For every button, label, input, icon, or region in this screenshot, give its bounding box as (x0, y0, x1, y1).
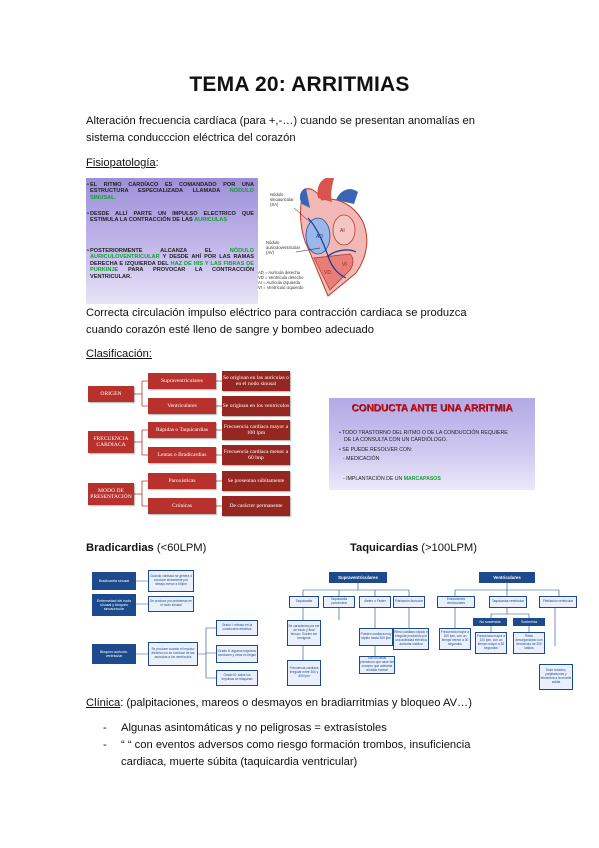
supraventricular-desc: Se originan en las aurículas o en el nod… (222, 371, 290, 391)
heart-label-vi: VI (342, 262, 347, 268)
clinica-paragraph: Clínica: (palpitaciones, mareos o desmay… (86, 695, 472, 712)
tachycardia-desc: Frecuencia cardiaca mayor a 100 lpm (222, 420, 290, 440)
presentation-box: MODO DE PRESENTACIÓN (88, 483, 134, 505)
tachycardia-connectors (302, 583, 560, 660)
tachycardia-heading: Taquicardias (>100LPM) (350, 542, 477, 554)
slide-bullet-2: •DESDE ALLÍ PARTE UN IMPULSO ELECTRICO Q… (87, 211, 254, 224)
fisiopatologia-heading: Fisiopatología: (86, 155, 159, 172)
tachycardia-diagram: Supraventriculares Ventriculares Taquica… (283, 568, 583, 696)
bradycardia-heading: Bradicardias (<60LPM) (86, 542, 207, 554)
taqui-no-sostenida: No sostenida (473, 618, 507, 626)
heart-label-ad: AD (316, 234, 323, 240)
bradycardia-diagram: Bradicardia sinusal Enfermedad del nodo … (88, 566, 268, 690)
brady-desc-2: Se produce por problemas en el nodo sinu… (148, 596, 194, 612)
sa-node-label: Nódulo sinoauricular (SA) (270, 192, 294, 207)
bradycardia-box: Lentas o Bradicardias (148, 447, 216, 463)
taqui-desc-4: Frecuencia cardiaca irregular entre 300 … (287, 660, 321, 686)
conducta-bullet-2: • SE PUEDE RESOLVER CON: (339, 447, 413, 453)
taqui-ventri-root: Ventriculares (479, 572, 535, 583)
conducta-heading: CONDUCTA ANTE UNA ARRITMIA (351, 403, 513, 414)
av-node-label: Nódulo auriculoventricular (AV) (266, 240, 300, 255)
intro-line-1: Alteración frecuencia cardíaca (para +,-… (86, 115, 475, 127)
taqui-ventri-type-3: Fibrilación ventricular (539, 596, 577, 608)
list-item: -“ “ con eventos adversos como riesgo fo… (103, 739, 471, 751)
taqui-type-3: Aleteo o Flutter (359, 596, 391, 608)
heart-illustration: AD AI VD VI (258, 178, 376, 304)
ventricular-desc: Se originan en los ventrículos (222, 396, 290, 416)
intro-paragraph: Alteración frecuencia cardíaca (para +,-… (86, 113, 475, 147)
conducta-bullet-4: - IMPLANTACIÓN DE UN MARCAPASOS (343, 476, 441, 482)
conducta-bullet-1: • TODO TRASTORNO DEL RITMO O DE LA CONDU… (339, 430, 508, 436)
brady-root-av-block: Bloqueo auriculo-ventricular (92, 644, 136, 664)
intro-line-2: sistema conducccion eléctrica del corazó… (86, 132, 296, 144)
paroxysmal-desc: Se presentan súbitamente (222, 471, 290, 491)
slide-bullet-1: •EL RITMO CARDÍACO ES COMANDADO POR UNA … (87, 182, 254, 201)
clinica-text: : (palpitaciones, mareos o desmayos en b… (120, 697, 472, 709)
taqui-desc-3: Ritmo cardiaco rápido e irregular produc… (393, 628, 429, 650)
taqui-type-4: Fibrilación Auricular (393, 596, 425, 608)
brady-grade-2: Grado II: algunos impulsos conducen y ot… (216, 645, 258, 663)
slide-bullet-3: •POSTERIORMENTE ALCANZA EL NÓDULO AURICU… (87, 248, 255, 280)
taqui-type-2: Taquicardia paroxística (323, 596, 355, 608)
taqui-desc-9: Dolor torácico, palpitaciones y tendenci… (539, 664, 573, 690)
paroxysmal-box: Paroxísticas (148, 473, 216, 489)
taqui-desc-1: Se caracteriza por ser de inicio y final… (287, 620, 321, 646)
bradycardia-desc: Frecuencia cardiaca menor a 60 lmp (222, 445, 290, 465)
physiology-paragraph: Correcta circulación impulso eléctrico p… (86, 305, 467, 339)
classification-diagram: ORIGEN FRECUENCIA CARDIACA MODO DE PRESE… (86, 365, 296, 520)
taqui-sostenida: Sostenida (513, 618, 545, 626)
taqui-ventri-type-2: Taquicardia ventricular (489, 596, 527, 608)
heart-label-vd: VD (324, 270, 331, 276)
physiology-line-2: cuando corazón esté lleno de sangre y bo… (86, 324, 374, 336)
physiology-line-1: Correcta circulación impulso eléctrico p… (86, 307, 467, 319)
tachycardia-box: Rápidas o Taquicardias (148, 422, 216, 438)
physiology-text-panel: •EL RITMO CARDÍACO ES COMANDADO POR UNA … (86, 178, 258, 304)
brady-desc-1: Cuando cardiaco se genera o conduce lent… (148, 570, 194, 592)
chronic-box: Crónicas (148, 498, 216, 514)
chronic-desc: De carácter permanente (222, 496, 290, 516)
taqui-desc-2: Pueden cardiaca muy rápido hasta 300 lpm (359, 628, 393, 646)
taqui-supra-root: Supraventriculares (329, 572, 387, 583)
taqui-type-1: Taquicardia (289, 596, 319, 608)
conducta-bullet-3: - MEDICACIÓN (343, 456, 380, 462)
brady-grade-1: Grado I: retraso en la conducción eléctr… (216, 620, 258, 636)
bradycardia-connectors (136, 580, 216, 679)
brady-root-sinus-node: Enfermedad del nodo sinusal y bloqueo si… (92, 594, 136, 616)
supraventricular-box: Supraventriculares (148, 373, 216, 389)
taqui-desc-5: Son un latido prematuro que nace del cor… (359, 656, 395, 674)
origin-box: ORIGEN (88, 386, 134, 402)
taqui-desc-8: Ritmo desorganizado con frecuencia de 30… (513, 632, 545, 654)
fisiopatologia-colon: : (155, 157, 159, 169)
physiology-slide: •EL RITMO CARDÍACO ES COMANDADO POR UNA … (86, 178, 376, 304)
taqui-desc-7: Frecuencia mayor a 100 lpm, con un tiemp… (475, 632, 507, 654)
conducta-bullet-1b: DE LA CONSULTA CON UN CARDIÓLOGO. (344, 437, 448, 443)
brady-root-sinusal: Bradicardia sinusal (92, 572, 136, 590)
heart-label-ai: AI (340, 228, 345, 234)
frequency-box: FRECUENCIA CARDIACA (88, 431, 134, 453)
taqui-ventri-type-1: Extrasístoles ventriculares (437, 596, 475, 608)
brady-grade-3: Grado III: todos los impulsos se bloquea… (216, 670, 258, 686)
clinica-label: Clínica (86, 697, 121, 709)
page-title: TEMA 20: ARRITMIAS (189, 73, 410, 96)
brady-desc-3: Se produce cuando el impulso eléctrico n… (148, 642, 198, 666)
heart-legend: AD = Aurícula derecha VD = Ventrículo de… (258, 270, 304, 290)
fisiopatologia-label: Fisiopatología (86, 157, 156, 169)
clasificacion-heading: Clasificación: (86, 348, 152, 360)
ventricular-box: Ventriculares (148, 398, 216, 414)
classification-connectors (134, 380, 222, 507)
taqui-desc-6: Frecuencia mayor a 100 lpm, con un tiemp… (439, 628, 471, 650)
list-item-continuation: cardiaca, muerte súbita (taquicardia ven… (121, 756, 358, 768)
clinica-list: -Algunas asintomáticas y no peligrosas =… (86, 720, 556, 771)
conducta-slide: CONDUCTA ANTE UNA ARRITMIA • TODO TRASTO… (329, 398, 535, 490)
list-item: -Algunas asintomáticas y no peligrosas =… (103, 722, 387, 734)
